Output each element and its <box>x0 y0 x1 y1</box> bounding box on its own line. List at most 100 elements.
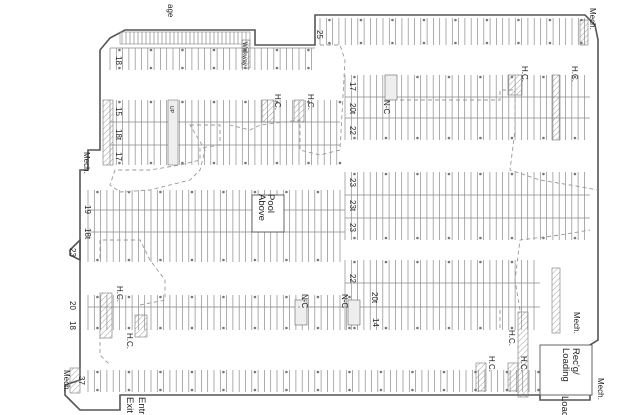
nc-label: N-C <box>300 294 309 308</box>
column-marker <box>517 41 520 45</box>
column-marker <box>379 370 383 374</box>
column-marker <box>384 236 388 240</box>
column-marker <box>479 172 482 176</box>
column-marker <box>537 370 540 374</box>
column-marker <box>510 236 514 240</box>
wall-notch <box>69 238 81 262</box>
garage-ramp <box>119 31 251 45</box>
column-marker <box>190 370 194 374</box>
column-marker <box>149 100 153 104</box>
stall-count: 19 <box>83 205 92 214</box>
receiving-label: Loading <box>560 348 571 382</box>
column-marker <box>307 161 310 165</box>
column-marker <box>285 295 288 299</box>
column-marker <box>212 48 216 52</box>
column-marker <box>411 370 414 374</box>
column-marker <box>479 326 482 330</box>
column-marker <box>447 172 451 176</box>
column-marker <box>253 190 257 194</box>
column-marker <box>316 388 320 392</box>
column-marker <box>118 48 121 52</box>
stall-count: 25 <box>315 30 324 39</box>
column-marker <box>485 18 489 22</box>
column-marker <box>316 370 320 374</box>
column-marker <box>422 18 426 22</box>
column-marker <box>391 18 394 22</box>
column-marker <box>353 75 356 79</box>
column-marker <box>447 136 451 140</box>
column-marker <box>307 100 310 104</box>
building-outline <box>64 14 599 411</box>
column-marker <box>416 136 419 140</box>
column-marker <box>244 161 247 165</box>
column-marker <box>96 326 99 330</box>
hc-label: H.C. <box>487 356 496 372</box>
column-marker <box>510 136 514 140</box>
column-marker <box>190 295 194 299</box>
column-marker <box>181 100 184 104</box>
column-marker <box>447 236 451 240</box>
column-marker <box>222 258 225 262</box>
hatched-area <box>134 314 148 338</box>
dashed-boundary <box>109 124 221 193</box>
column-marker <box>510 326 514 330</box>
column-marker <box>96 370 99 374</box>
column-marker <box>222 370 225 374</box>
pool-label: Above <box>256 194 267 221</box>
column-marker <box>353 136 356 140</box>
column-marker <box>447 326 451 330</box>
exit-label: Exit <box>124 397 135 413</box>
column-marker <box>285 190 288 194</box>
column-marker <box>517 18 520 22</box>
column-marker <box>212 161 216 165</box>
column-marker <box>159 190 162 194</box>
column-marker <box>307 48 310 52</box>
column-marker <box>127 370 131 374</box>
column-marker <box>416 172 419 176</box>
dashed-boundary <box>514 229 591 311</box>
column-marker <box>275 100 279 104</box>
column-marker <box>285 370 288 374</box>
column-marker <box>442 370 446 374</box>
column-marker <box>384 136 388 140</box>
stall-count: 23 <box>68 248 77 257</box>
column-marker <box>573 75 577 79</box>
column-marker <box>384 172 388 176</box>
column-marker <box>348 326 351 330</box>
column-marker <box>222 295 225 299</box>
hc-label: H.C. <box>115 286 124 302</box>
column-marker <box>285 326 288 330</box>
stall-count: 18 <box>68 321 77 330</box>
column-marker <box>127 258 131 262</box>
stall-count: 18t <box>114 129 123 141</box>
hatched-area <box>579 19 589 46</box>
column-marker <box>190 258 194 262</box>
hatched-area <box>99 292 113 339</box>
column-marker <box>328 41 331 45</box>
column-marker <box>181 48 184 52</box>
column-marker <box>353 172 356 176</box>
column-marker <box>285 258 288 262</box>
labels: age Walkway UP 18 15 18t 17 25 17 20t 22… <box>62 4 605 415</box>
pool-label: Pool <box>265 194 276 213</box>
stall-count: 20t <box>348 103 357 115</box>
column-marker <box>348 295 351 299</box>
column-marker <box>275 161 279 165</box>
stair-core <box>294 299 308 326</box>
column-marker <box>384 326 388 330</box>
column-marker <box>127 295 131 299</box>
column-marker <box>442 388 446 392</box>
hc-label: H.C. <box>273 94 282 110</box>
stall-count: 23t <box>348 200 357 212</box>
column-marker <box>353 326 356 330</box>
hatched-area <box>293 99 305 123</box>
column-marker <box>275 66 279 70</box>
column-marker <box>253 295 257 299</box>
hc-label: H.C. <box>520 66 529 82</box>
walkway-label: Walkway <box>241 42 247 66</box>
stall-count: 23 <box>348 223 357 232</box>
stall-count: 17 <box>348 82 357 91</box>
column-marker <box>348 388 351 392</box>
stair-core <box>347 299 361 326</box>
hatched-wall <box>102 99 114 166</box>
